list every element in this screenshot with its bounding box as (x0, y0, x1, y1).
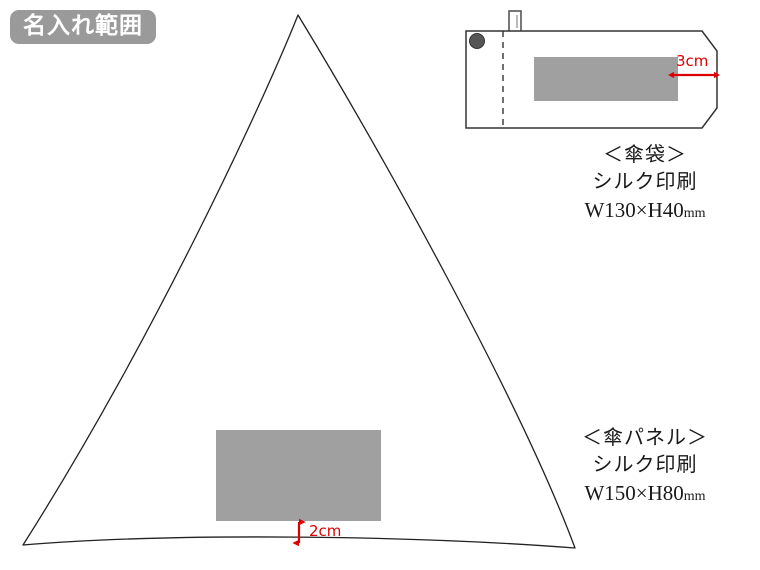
panel-caption-method: シルク印刷 (592, 453, 698, 476)
case-3cm-dimension-label: 3cm (676, 52, 709, 70)
panel-caption-title: ＜傘パネル＞ (582, 427, 708, 449)
case-hanging-tab (508, 10, 522, 33)
case-caption-size-unit: mm (683, 205, 706, 221)
panel-caption-size-value: W150×H80 (584, 480, 684, 505)
case-caption-size: W130×H40mm (505, 196, 760, 224)
imprint-area-badge: 名入れ範囲 (10, 10, 156, 44)
umbrella-panel-caption: ＜傘パネル＞ シルク印刷 W150×H80mm (505, 425, 760, 507)
umbrella-panel-imprint-area (216, 430, 381, 521)
case-caption-method: シルク印刷 (592, 170, 698, 193)
case-snap-button (469, 33, 485, 49)
panel-caption-size-unit: mm (683, 488, 706, 504)
umbrella-case-imprint-area (534, 57, 678, 101)
case-caption-title: ＜傘袋＞ (603, 144, 687, 166)
umbrella-case-caption: ＜傘袋＞ シルク印刷 W130×H40mm (505, 142, 760, 224)
panel-2cm-dimension-label: 2cm (309, 522, 342, 540)
case-caption-size-value: W130×H40 (584, 197, 684, 222)
umbrella-case-shape (465, 10, 720, 129)
panel-caption-size: W150×H80mm (505, 479, 760, 507)
umbrella-panel-shape (22, 14, 576, 549)
